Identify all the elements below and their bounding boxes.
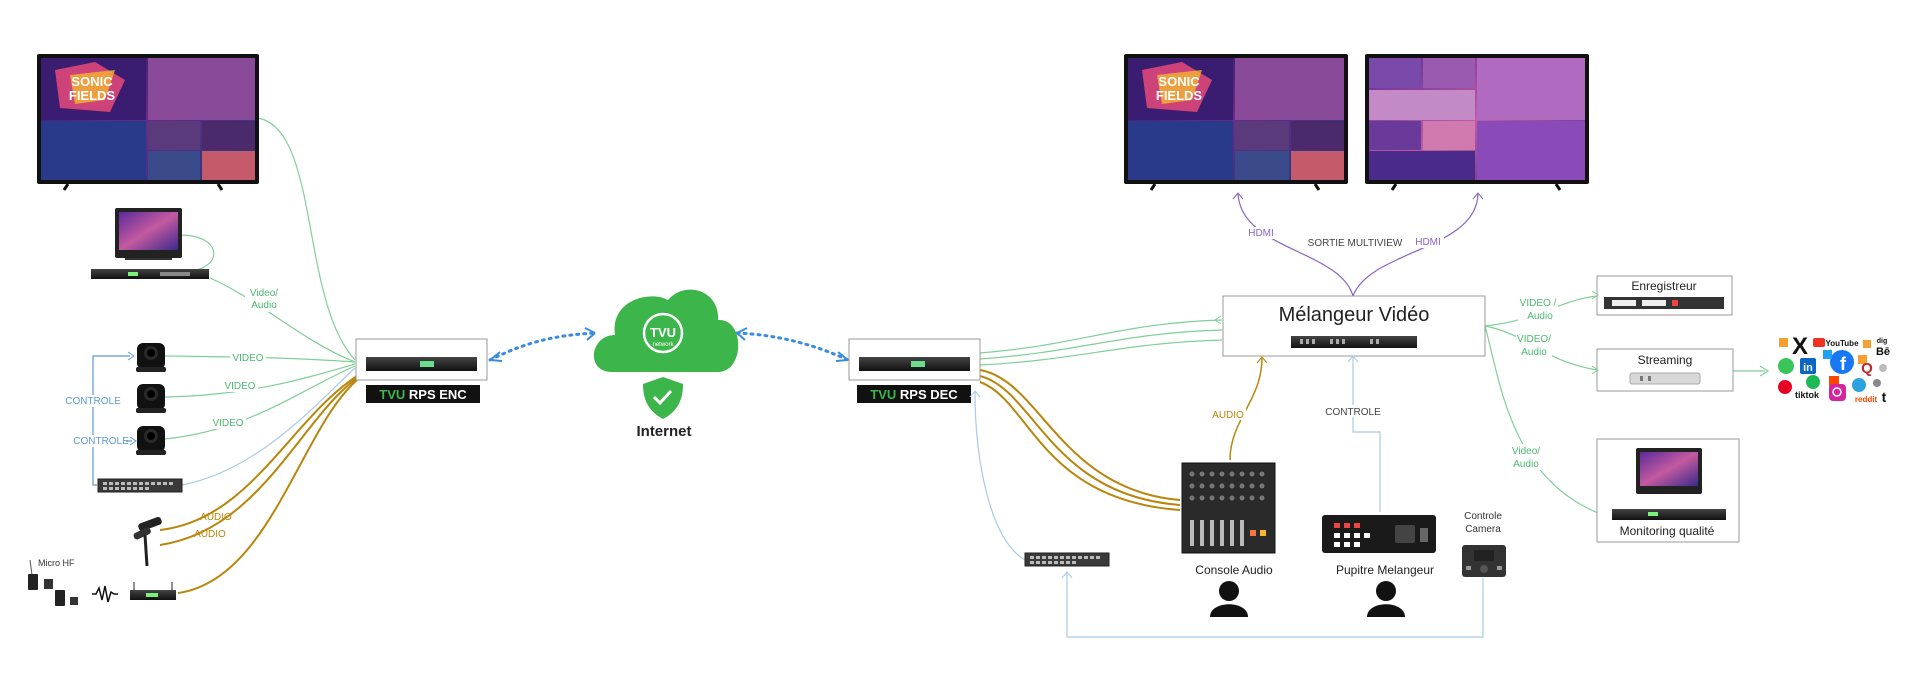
video-switcher: Mélangeur Vidéo [1222,295,1486,357]
label-video-audio-rec-a: VIDEO / [1520,298,1557,309]
link-cam1-to-encoder [164,355,356,363]
field-monitor [91,208,209,279]
label-controle-2: CONTROLE [73,436,129,447]
operator-icon-2 [1367,581,1405,617]
label-streaming: Streaming [1638,353,1693,367]
link-receiver-to-encoder [177,379,358,594]
label-audio-mixer: AUDIO [1212,410,1244,421]
behance-icon: Bē [1876,346,1890,358]
network-switch-left [97,478,183,493]
link-monitor-to-encoder [209,277,356,363]
streaming-box: Streaming [1596,348,1734,392]
label-video-audio-rec-b: Audio [1527,311,1553,322]
link-switch-to-encoder [181,367,356,486]
facebook-icon: f [1840,354,1847,374]
poster-line1: SONIC [71,74,113,89]
link-cam2-to-encoder [164,363,356,398]
label-controle-switcher: CONTROLE [1325,407,1381,418]
tumblr-icon: t [1882,389,1887,405]
label-monitoring: Monitoring qualité [1620,524,1715,538]
label-audio-1: AUDIO [200,512,232,523]
monitoring-box: Monitoring qualité [1596,438,1740,543]
label-pupitre: Pupitre Melangeur [1336,563,1434,577]
ptz-camera-3 [136,426,166,455]
recorder-box: Enregistreur [1596,275,1733,316]
label-recorder: Enregistreur [1631,279,1696,293]
label-video-3: VIDEO [212,418,243,429]
audio-console [1181,462,1276,554]
camera-control-panel [1462,545,1506,577]
label-video-1: VIDEO [232,353,263,364]
link-switcher-to-mv2 [1352,192,1479,297]
poster-line2-mv1: FIELDS [1156,88,1203,103]
reddit-icon: reddit [1855,395,1878,404]
label-controle-1: CONTROLE [65,396,121,407]
social-media-icons: X YouTube dig Bē in f Q tiktok reddit t [1778,333,1890,405]
youtube-icon: YouTube [1825,339,1859,348]
label-video-audio-stream-b: Audio [1521,347,1547,358]
poster-line2: FIELDS [69,88,116,103]
link-switcher-to-mv1 [1237,192,1354,297]
ptz-camera-2 [136,384,166,413]
link-mic-to-encoder [159,375,358,531]
decoder-model: RPS DEC [900,387,958,402]
link-switcher-to-monitoring [1484,325,1604,516]
encoder-brand: TVU [379,387,405,402]
link-tv-to-encoder [257,117,356,361]
wireless-receiver [130,582,176,600]
label-video-audio-mon-a: Video/ [1512,446,1540,457]
label-video-2: VIDEO [224,381,255,392]
encoder-device: TVU RPS ENC [355,338,488,403]
link-cloud-to-decoder [735,331,850,362]
label-video-audio-mon-b: Audio [1513,459,1539,470]
ptz-camera-1 [136,343,166,372]
line-labels: Video/ Audio VIDEO VIDEO VIDEO CONTROLE … [65,227,1558,540]
label-hdmi-left: HDMI [1248,228,1274,239]
label-controle-camera-a: Controle [1464,511,1502,522]
label-video-audio-1-b: Audio [251,300,277,311]
label-micro-hf: Micro HF [38,558,75,568]
link-cam3-to-encoder [164,365,356,440]
label-audio-2: AUDIO [194,529,226,540]
tv-multiview-1: SONIC FIELDS [1124,54,1348,191]
tv-multiview-left: SONIC FIELDS [37,54,259,191]
internet-cloud: TVU network Internet [593,289,739,440]
cloud-label: Internet [636,423,691,440]
switcher-title: Mélangeur Vidéo [1279,304,1430,326]
tvu-logo-icon [642,312,684,354]
label-video-audio-1-a: Video/ [250,288,278,299]
label-hdmi-right: HDMI [1415,237,1441,248]
svg-text:TVU RPS DEC: TVU RPS DEC [870,387,958,402]
linkedin-icon: in [1803,362,1813,374]
encoder-model: RPS ENC [409,387,467,402]
link-pupitre-to-switcher [1352,355,1381,512]
network-switch-right [1024,552,1110,567]
shotgun-microphone [133,516,162,567]
cloud-logo-text: TVU [650,325,676,340]
link-encoder-to-cloud [488,331,597,362]
link-decoder-to-switcher [979,319,1223,354]
wireless-mic-kit: Micro HF [28,558,118,606]
operator-icon-1 [1210,581,1248,617]
label-controle-camera-b: Camera [1465,524,1501,535]
quora-icon: Q [1861,360,1873,377]
svg-text:TVU RPS ENC: TVU RPS ENC [379,387,467,402]
tv-multiview-2 [1365,54,1589,191]
label-sortie-multiview: SORTIE MULTIVIEW [1308,238,1403,249]
x-icon: X [1792,333,1808,360]
label-console-audio: Console Audio [1195,563,1273,577]
decoder-device: TVU RPS DEC [848,338,981,403]
switcher-panel [1322,515,1436,553]
label-video-audio-stream-a: VIDEO/ [1517,334,1551,345]
poster-line1-mv1: SONIC [1158,74,1200,89]
link-switch-to-decoder [974,391,1026,561]
decoder-brand: TVU [870,387,896,402]
cloud-logo-sub: network [652,342,674,348]
link-decoder-to-console [979,369,1181,501]
tiktok-icon: tiktok [1795,390,1820,400]
digg-icon: dig [1877,338,1888,345]
